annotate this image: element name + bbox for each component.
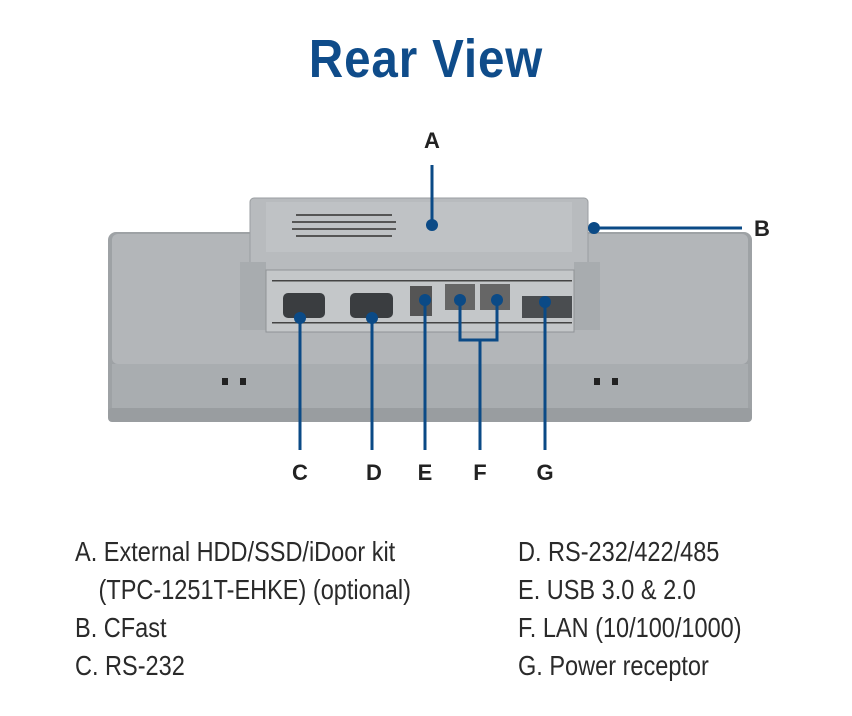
callout-b: B	[754, 216, 770, 241]
legend-item-b: B. CFast	[75, 612, 167, 643]
callout-e: E	[418, 460, 433, 485]
callout-lines	[298, 165, 742, 450]
legend-left: A. External HDD/SSD/iDoor kit (TPC-1251T…	[75, 533, 411, 685]
page-title: Rear View	[308, 29, 544, 89]
callout-f: F	[473, 460, 486, 485]
legend-item-g: G. Power receptor	[518, 650, 709, 681]
callout-c: C	[292, 460, 308, 485]
legend-item-a-cont: (TPC-1251T-EHKE) (optional)	[98, 574, 411, 605]
legend-item-e: E. USB 3.0 & 2.0	[518, 574, 696, 605]
legend-right: D. RS-232/422/485 E. USB 3.0 & 2.0 F. LA…	[518, 533, 742, 685]
rs232-port	[283, 293, 325, 318]
legend-item-d: D. RS-232/422/485	[518, 536, 720, 567]
legend-item-a: A. External HDD/SSD/iDoor kit	[75, 536, 396, 567]
callout-d: D	[366, 460, 382, 485]
legend-item-c: C. RS-232	[75, 650, 185, 681]
legend-item-f: F. LAN (10/100/1000)	[518, 612, 742, 643]
callout-a: A	[424, 128, 440, 153]
ports	[283, 284, 572, 318]
callout-g: G	[536, 460, 553, 485]
rs485-port	[350, 293, 393, 318]
callout-dots	[294, 219, 600, 324]
